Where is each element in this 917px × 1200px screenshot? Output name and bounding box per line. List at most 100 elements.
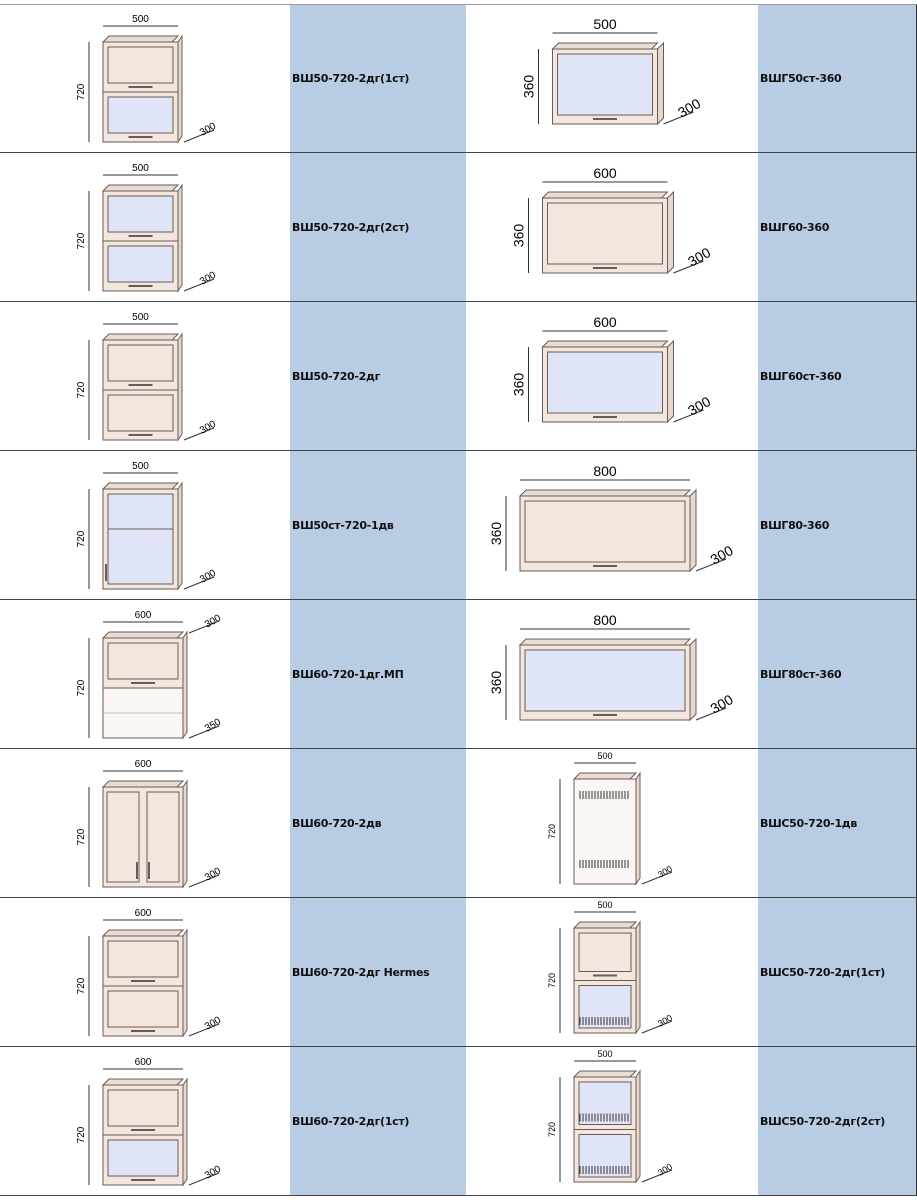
depth-dimension: 300 bbox=[656, 864, 674, 880]
depth-dimension: 350 bbox=[203, 717, 223, 735]
solid-panel bbox=[578, 932, 632, 972]
depth-dimension-line bbox=[183, 427, 215, 441]
drawing-cell: 500 720 300 bbox=[0, 153, 291, 302]
product-code: ВШ60-720-2дг Hermes bbox=[292, 965, 430, 979]
cabinet-side bbox=[182, 779, 188, 889]
depth-dimension-line bbox=[641, 871, 673, 885]
height-dimension: 360 bbox=[511, 373, 527, 397]
depth-dimension-line bbox=[183, 576, 215, 590]
depth-dimension-line bbox=[641, 1169, 673, 1183]
glass-panel bbox=[557, 53, 653, 116]
cabinet-top bbox=[541, 340, 669, 348]
product-code-cell: ВШ50-720-2дг bbox=[290, 302, 467, 451]
cabinet-side bbox=[657, 41, 664, 126]
solid-panel bbox=[107, 642, 179, 680]
glass-panel bbox=[107, 96, 174, 134]
height-dimension: 720 bbox=[547, 824, 557, 839]
cabinet-drawing: 800 360 300 bbox=[488, 463, 736, 573]
glass-panel bbox=[578, 1134, 632, 1178]
cabinet-side bbox=[182, 630, 188, 740]
door-frame bbox=[146, 791, 180, 883]
depth-dimension-line bbox=[183, 278, 215, 292]
cabinet-side bbox=[689, 488, 697, 573]
width-dimension: 600 bbox=[135, 908, 152, 919]
product-code-cell: ВШГ60-360 bbox=[758, 153, 917, 302]
product-code: ВШГ60-360 bbox=[760, 220, 830, 234]
cabinet-side bbox=[177, 332, 183, 442]
dish-rack bbox=[579, 1113, 629, 1122]
width-dimension: 500 bbox=[593, 16, 617, 32]
door-frame bbox=[106, 791, 140, 883]
drawing-cell: 800 360 300 bbox=[466, 451, 759, 600]
height-dimension: 720 bbox=[76, 232, 87, 249]
depth-dimension: 300 bbox=[203, 1015, 223, 1033]
depth-dimension: 300 bbox=[708, 542, 736, 568]
depth-dimension-line bbox=[695, 558, 727, 572]
height-dimension: 720 bbox=[76, 679, 87, 696]
height-dimension: 720 bbox=[76, 977, 87, 994]
width-dimension: 600 bbox=[135, 610, 152, 621]
width-dimension: 500 bbox=[132, 163, 149, 174]
cabinet-top bbox=[101, 929, 185, 937]
depth-dimension-line bbox=[641, 1020, 673, 1034]
cabinet-side bbox=[635, 920, 641, 1035]
width-dimension: 600 bbox=[135, 1057, 152, 1068]
cabinet-top bbox=[101, 184, 180, 192]
cabinet-side bbox=[667, 190, 674, 275]
depth-dimension: 300 bbox=[685, 393, 713, 419]
product-code-cell: ВШ50ст-720-1дв bbox=[290, 451, 467, 600]
glass-door bbox=[107, 493, 174, 585]
width-dimension: 800 bbox=[593, 463, 617, 479]
depth-dimension-line bbox=[188, 1172, 220, 1186]
cabinet-top bbox=[101, 35, 180, 43]
width-dimension: 600 bbox=[135, 759, 152, 770]
width-dimension: 500 bbox=[132, 312, 149, 323]
height-dimension: 720 bbox=[76, 381, 87, 398]
cabinet-top bbox=[101, 333, 180, 341]
solid-panel bbox=[107, 990, 179, 1028]
product-code: ВШС50-720-2дг(2ст) bbox=[760, 1114, 885, 1128]
depth-dimension-line bbox=[663, 111, 694, 125]
height-dimension: 360 bbox=[488, 522, 504, 546]
cabinet-top bbox=[518, 489, 692, 497]
depth-dimension: 300 bbox=[198, 270, 218, 288]
height-dimension: 720 bbox=[76, 530, 87, 547]
cabinet-top bbox=[572, 1070, 638, 1078]
cabinet-drawing: 500 720 300 bbox=[547, 751, 674, 886]
product-code-cell: ВШС50-720-2дг(1ст) bbox=[758, 898, 917, 1047]
product-code: ВШГ80-360 bbox=[760, 518, 830, 532]
height-dimension: 360 bbox=[488, 671, 504, 695]
cabinet-top bbox=[101, 1078, 185, 1086]
glass-panel bbox=[107, 245, 174, 283]
width-dimension: 500 bbox=[597, 1049, 612, 1059]
cabinet-side bbox=[177, 183, 183, 293]
dish-rack bbox=[579, 860, 629, 868]
depth-dimension: 300 bbox=[203, 866, 223, 884]
depth-dimension: 300 bbox=[203, 1164, 223, 1182]
depth-dimension: 300 bbox=[675, 95, 703, 121]
width-dimension: 500 bbox=[597, 751, 612, 761]
depth-dimension-line bbox=[188, 725, 220, 739]
product-code-cell: ВШ50-720-2дг(1ст) bbox=[290, 4, 467, 153]
solid-panel bbox=[524, 500, 686, 563]
product-code-cell: ВШС50-720-1дв bbox=[758, 749, 917, 898]
glass-panel bbox=[578, 1081, 632, 1125]
product-code-cell: ВШГ50ст-360 bbox=[758, 4, 917, 153]
product-code: ВШ50-720-2дг bbox=[292, 369, 381, 383]
glass-panel bbox=[107, 195, 174, 233]
dish-rack bbox=[579, 791, 629, 799]
width-dimension: 500 bbox=[132, 14, 149, 25]
product-code-cell: ВШС50-720-2дг(2ст) bbox=[758, 1047, 917, 1196]
